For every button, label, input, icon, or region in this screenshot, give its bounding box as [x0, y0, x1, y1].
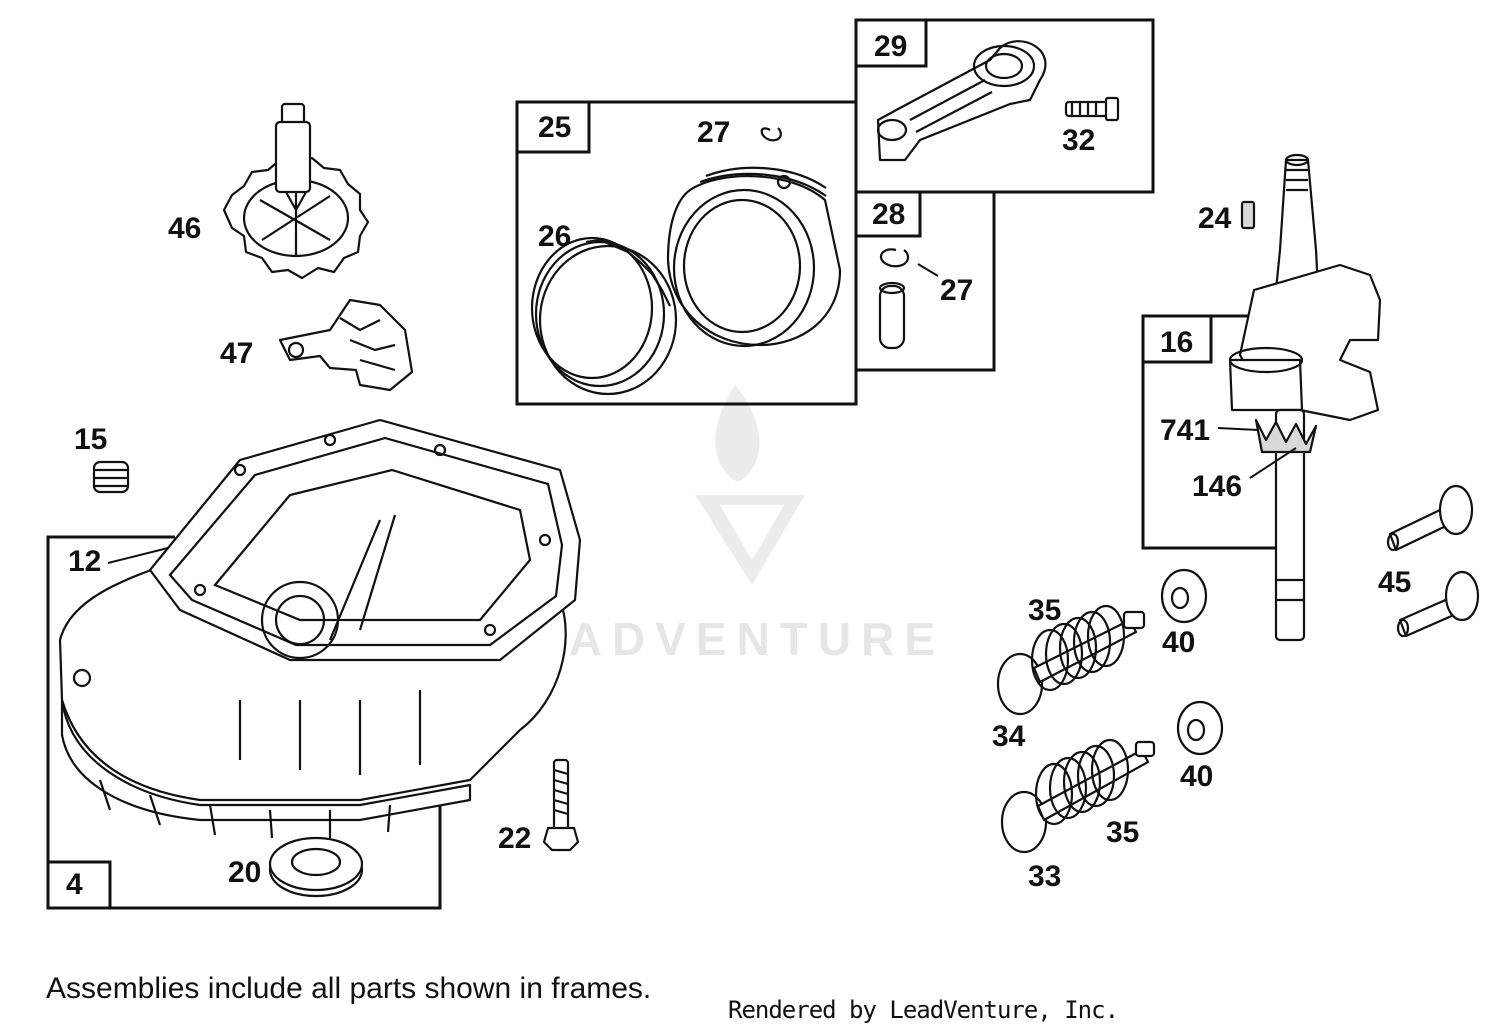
part-47-governor [278, 298, 414, 392]
part-40-retainer-lower [1176, 700, 1224, 756]
leader-741 [1217, 427, 1259, 431]
part-connecting-rod [876, 40, 1047, 162]
part-27-clip-top [760, 127, 782, 142]
frame-29-number: 29 [874, 30, 907, 63]
assembly-note: Assemblies include all parts shown in fr… [46, 972, 652, 1005]
part-26-piston-rings [530, 236, 678, 396]
callout-15: 15 [74, 423, 107, 456]
part-20-oil-seal [268, 836, 364, 898]
callout-12: 12 [68, 545, 101, 578]
frame-4-number: 4 [66, 868, 83, 901]
part-piston-pin [878, 281, 906, 350]
frame-29-label-box [854, 18, 928, 68]
callout-46: 46 [168, 212, 201, 245]
part-24-key [1240, 200, 1256, 230]
frame-25-number: 25 [538, 111, 571, 144]
callout-741: 741 [1160, 414, 1210, 447]
render-credit: Rendered by LeadVenture, Inc. [728, 996, 1119, 1024]
leader-146 [1249, 447, 1297, 479]
callout-35-upper: 35 [1028, 594, 1061, 627]
callout-27-top: 27 [697, 116, 730, 149]
part-32-rod-bolt [1064, 96, 1120, 122]
frame-28-number: 28 [872, 198, 905, 231]
part-40-retainer-upper [1160, 568, 1208, 624]
part-45-tappet-upper [1386, 484, 1474, 552]
part-35-spring-lower [1034, 738, 1130, 826]
watermark-logo [695, 385, 805, 585]
callout-27-lower: 27 [940, 274, 973, 307]
frame-16: 16 [1141, 314, 1280, 550]
callout-33: 33 [1028, 860, 1061, 893]
frame-4: 4 [46, 535, 442, 910]
leader-27-lower [917, 263, 939, 277]
part-piston [666, 166, 842, 348]
callout-35-lower: 35 [1106, 816, 1139, 849]
part-45-tappet-lower [1396, 570, 1480, 638]
frame-28: 28 [854, 190, 996, 372]
part-sump-cover [58, 418, 582, 839]
callout-40-lower: 40 [1180, 760, 1213, 793]
callout-146: 146 [1192, 470, 1242, 503]
leader-12 [107, 547, 169, 564]
callout-45: 45 [1378, 566, 1411, 599]
callout-40-upper: 40 [1162, 626, 1195, 659]
part-15-plug [92, 460, 130, 494]
part-46-cam-gear [222, 102, 370, 280]
frame-29: 29 [854, 18, 1155, 194]
part-22-bolt [542, 758, 580, 852]
frame-16-number: 16 [1160, 326, 1193, 359]
frame-4-label-box [46, 860, 112, 910]
callout-47: 47 [220, 337, 253, 370]
callout-26: 26 [538, 220, 571, 253]
callout-34: 34 [992, 720, 1026, 753]
callout-32: 32 [1062, 124, 1095, 157]
part-27-clip-lower [880, 248, 910, 268]
callout-22: 22 [498, 822, 531, 855]
part-crankshaft [1228, 153, 1382, 642]
callout-24: 24 [1198, 202, 1232, 235]
frame-25-label-box [515, 100, 591, 154]
callout-20: 20 [228, 856, 261, 889]
part-35-spring-upper [1030, 604, 1126, 692]
frame-16-label-box [1141, 314, 1213, 364]
frame-28-label-box [854, 190, 922, 238]
